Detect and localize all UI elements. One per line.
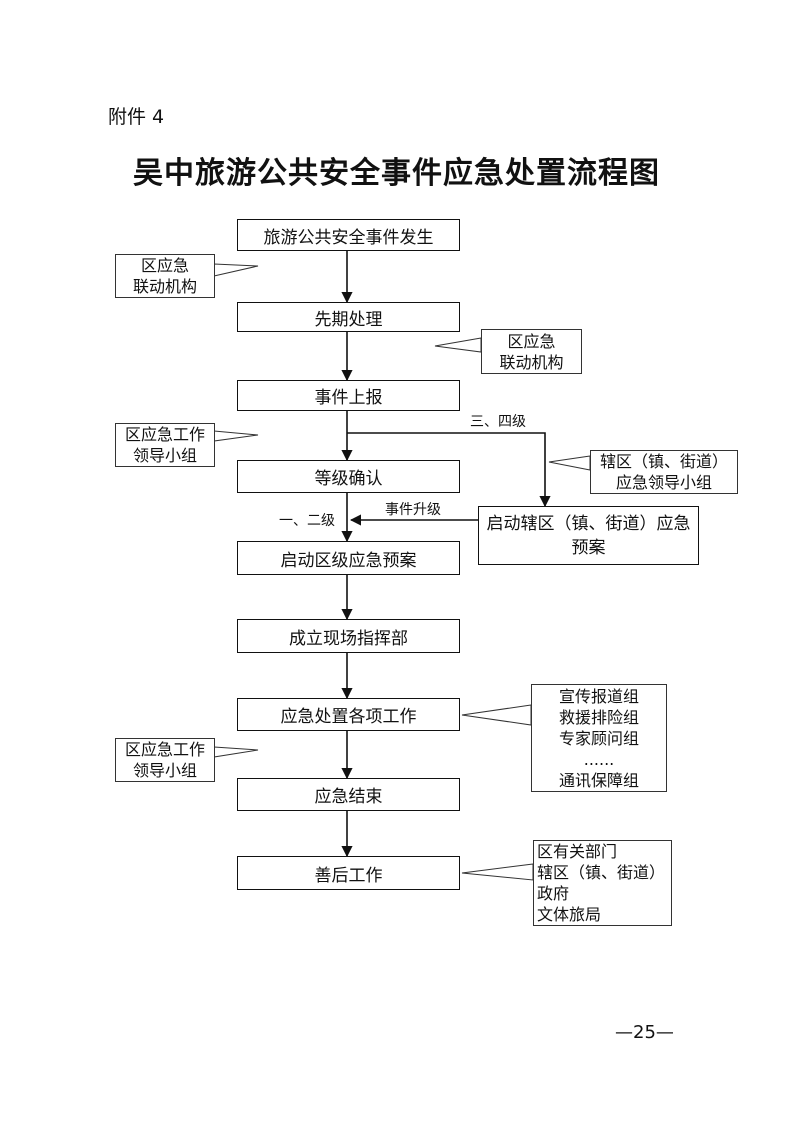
step-aftermath: 善后工作 [237,856,460,890]
callout-emergency-agency-2: 区应急 联动机构 [481,329,582,374]
callout-line: 宣传报道组 [558,686,639,706]
callout-pointer-6 [213,746,259,758]
subdistrict-plan-line-1: 启动辖区（镇、街道）应急 [486,513,691,534]
step-subdistrict-plan: 启动辖区（镇、街道）应急 预案 [478,506,699,565]
callout-line: 应急领导小组 [615,473,712,492]
callout-line: 专家顾问组 [558,728,639,748]
callout-line: 领导小组 [132,761,197,780]
label-upgrade: 事件升级 [385,502,441,518]
branch-line [347,432,551,508]
callout-line: 区应急 [140,256,189,275]
callout-aftermath-departments: 区有关部门 辖区（镇、街道） 政府 文体旅局 [533,840,672,926]
step-response-work: 应急处置各项工作 [237,698,460,731]
step-report: 事件上报 [237,380,460,411]
callout-emergency-agency-1: 区应急 联动机构 [115,254,215,298]
callout-line: 辖区（镇、街道） [537,863,666,882]
page-number: —25— [615,1022,674,1043]
callout-pointer-4 [548,455,591,471]
step-response-end: 应急结束 [237,778,460,811]
callout-line: ...... [583,749,615,769]
callout-line: 区应急工作 [124,425,205,444]
step-district-plan: 启动区级应急预案 [237,541,460,575]
callout-pointer-2 [434,337,482,353]
callout-subdistrict-group: 辖区（镇、街道） 应急领导小组 [590,450,738,494]
step-event-occurs: 旅游公共安全事件发生 [237,219,460,251]
callout-leading-group-1: 区应急工作 领导小组 [115,423,215,467]
step-level-confirm: 等级确认 [237,460,460,493]
callout-leading-group-2: 区应急工作 领导小组 [115,738,215,782]
callout-line: 政府 [537,884,570,903]
subdistrict-plan-line-2: 预案 [571,537,606,558]
label-level-3-4: 三、四级 [470,414,526,430]
callout-pointer-7 [461,863,534,881]
label-level-1-2: 一、二级 [279,513,335,529]
callout-line: 领导小组 [132,446,197,465]
callout-line: 辖区（镇、街道） [599,452,728,471]
step-command-post: 成立现场指挥部 [237,619,460,653]
callout-line: 救援排险组 [558,707,639,727]
callout-line: 通讯保障组 [558,770,639,790]
callout-line: 区有关部门 [537,842,618,861]
attachment-label: 附件 4 [108,106,165,128]
callout-line: 联动机构 [132,277,197,296]
callout-line: 联动机构 [499,352,564,372]
page-title: 吴中旅游公共安全事件应急处置流程图 [133,156,660,191]
callout-working-groups: 宣传报道组 救援排险组 专家顾问组 ...... 通讯保障组 [531,684,667,792]
step-initial-handling: 先期处理 [237,302,460,332]
callout-pointer-3 [213,430,259,442]
callout-pointer-5 [461,704,532,726]
callout-line: 文体旅局 [537,905,602,924]
callout-line: 区应急 [507,331,556,351]
callout-line: 区应急工作 [124,740,205,759]
callout-pointer-1 [213,263,259,277]
